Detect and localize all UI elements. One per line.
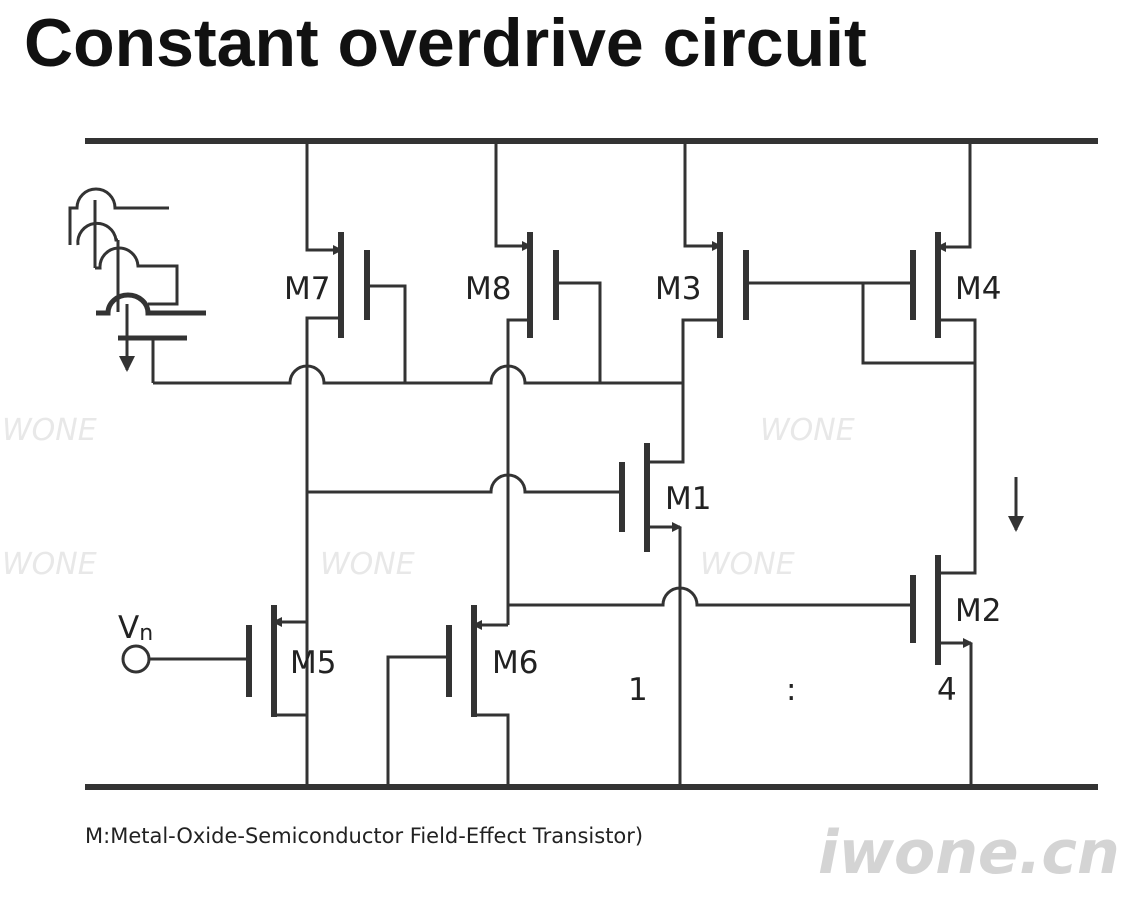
bias-line [153, 364, 683, 385]
label-m4: M4 [955, 271, 1001, 307]
label-m3: M3 [655, 271, 701, 307]
transistor-m8: M8 [465, 141, 602, 625]
diagram-title: Constant overdrive circuit [24, 5, 867, 81]
label-m5: M5 [290, 645, 336, 681]
watermark-text: WONE [2, 547, 97, 582]
transistor-m2: M2 [508, 555, 1001, 787]
transistor-m1: M1 [307, 443, 711, 787]
brand-watermark: iwone.cn [818, 818, 1120, 888]
label-m1: M1 [665, 481, 711, 517]
label-m8: M8 [465, 271, 511, 307]
transistor-m3: M3 [647, 141, 913, 464]
watermark-text: WONE [760, 413, 855, 448]
label-m7: M7 [284, 271, 330, 307]
transistor-m4: M4 [861, 141, 1001, 575]
watermarks: WONE WONE WONE WONE WONE [2, 413, 855, 582]
transistor-m7: M7 [284, 141, 407, 717]
input-terminal [121, 644, 151, 674]
transistor-m5: M5 [149, 605, 336, 787]
bias-network-symbol [68, 187, 206, 383]
watermark-text: WONE [2, 413, 97, 448]
watermark-text: WONE [320, 547, 415, 582]
label-m2: M2 [955, 593, 1001, 629]
transistor-m6: M6 [386, 605, 538, 787]
label-m6: M6 [492, 645, 538, 681]
ratio-right: 4 [937, 672, 957, 708]
footnote: M:Metal-Oxide-Semiconductor Field-Effect… [85, 824, 644, 848]
watermark-text: WONE [700, 547, 795, 582]
input-label: Vn [118, 610, 153, 646]
ratio-separator: : [786, 672, 796, 708]
ratio-left: 1 [628, 672, 648, 708]
